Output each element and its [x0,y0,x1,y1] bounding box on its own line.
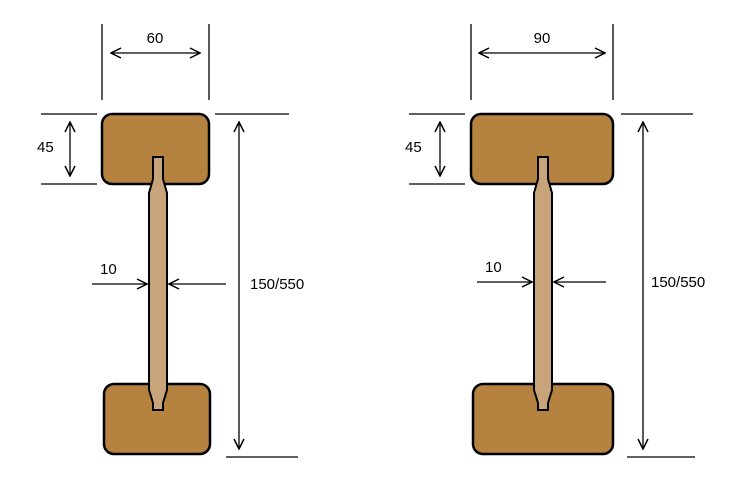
beam-2-web [533,156,553,411]
beam-2: 90 45 10 150/550 [405,24,705,458]
beam-2-flange-height-label: 45 [405,139,422,156]
beam-2-web-thickness-label: 10 [485,259,502,276]
beam-2-total-height-label: 150/550 [651,274,705,291]
beam-1: 60 45 10 150/550 [37,24,304,458]
beam-1-flange-height-label: 45 [37,139,54,156]
beam-1-width-label: 60 [147,30,164,47]
beam-1-total-height-label: 150/550 [250,276,304,293]
beam-2-width-label: 90 [534,30,551,47]
beam-1-web-thickness-label: 10 [100,261,117,278]
beam-1-web [148,156,168,411]
